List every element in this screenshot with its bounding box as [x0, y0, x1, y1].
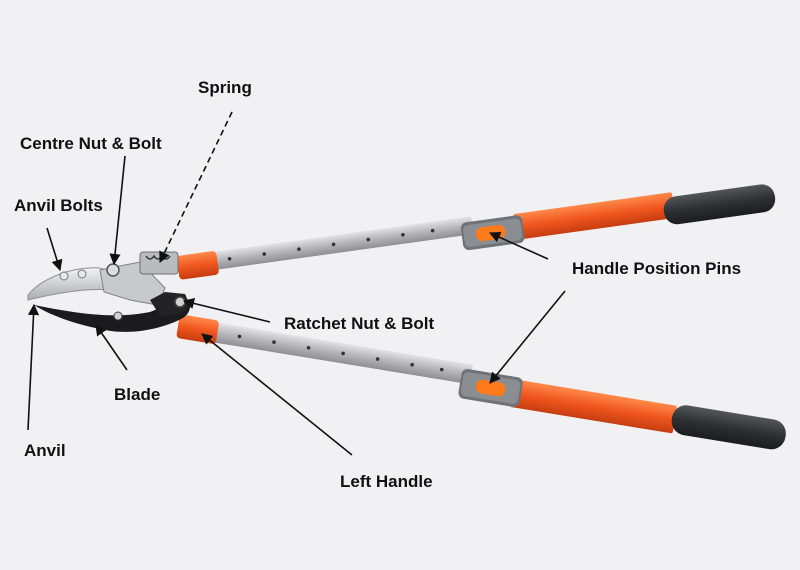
blade-arrow [95, 324, 128, 371]
upper-orange-collar [176, 251, 219, 280]
label-left-handle: Left Handle [340, 472, 433, 491]
anvil-bolt-1 [59, 271, 69, 281]
label-spring: Spring [198, 78, 252, 97]
centre-bolt [106, 263, 120, 277]
label-handle-position-pins: Handle Position Pins [572, 259, 741, 278]
upper-handle [176, 184, 776, 280]
upper-grip [663, 184, 776, 225]
spring-bracket [139, 251, 179, 275]
label-blade: Blade [114, 385, 160, 404]
anvil-arrow [27, 303, 40, 431]
anvil-bolt-2 [77, 269, 87, 279]
blade-pivot-bolt [113, 311, 123, 321]
lower-pin-collar [458, 369, 523, 407]
lower-grip [671, 405, 786, 450]
lower-orange-tube [510, 379, 677, 434]
spring-arrow [159, 111, 233, 264]
label-centre-nut-bolt: Centre Nut & Bolt [20, 134, 162, 153]
label-anvil: Anvil [24, 441, 66, 460]
handle-pin-upper-arrow [488, 232, 549, 260]
labels: Spring Centre Nut & Bolt Anvil Bolts Han… [14, 78, 741, 491]
ratchet-bolt [174, 296, 186, 308]
label-ratchet-nut-bolt: Ratchet Nut & Bolt [284, 314, 435, 333]
upper-orange-tube [513, 192, 676, 240]
blade [34, 298, 191, 332]
ratchet-nut-bolt-arrow [182, 297, 271, 323]
anvil-bolts-arrow [46, 227, 63, 272]
handle-pin-lower-arrow [489, 290, 566, 384]
label-anvil-bolts: Anvil Bolts [14, 196, 103, 215]
lower-shaft [198, 320, 473, 385]
lower-handle [176, 314, 786, 450]
leader-lines [27, 111, 566, 456]
left-handle-arrow [201, 333, 353, 456]
centre-nut-bolt-arrow [109, 155, 126, 266]
upper-shaft [184, 216, 474, 274]
